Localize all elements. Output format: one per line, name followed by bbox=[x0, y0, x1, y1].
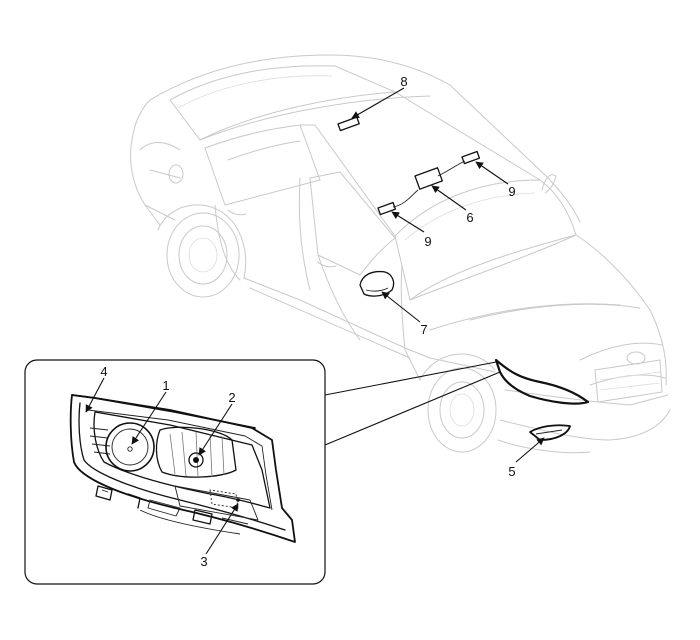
callout-5: 5 bbox=[508, 464, 515, 479]
callout-9-right: 9 bbox=[508, 184, 515, 199]
callout-1: 1 bbox=[162, 378, 169, 393]
component-9-right bbox=[461, 150, 481, 165]
fog-lamp-5 bbox=[529, 424, 571, 441]
car-outline bbox=[130, 54, 671, 454]
component-6 bbox=[414, 167, 443, 190]
projector-lens-1 bbox=[105, 422, 155, 472]
callout-2: 2 bbox=[228, 390, 235, 405]
roof-component-8 bbox=[337, 116, 360, 132]
component-9-left bbox=[377, 201, 397, 216]
side-mirror-7 bbox=[359, 270, 395, 297]
bulb-socket-2 bbox=[188, 452, 204, 468]
callout-6: 6 bbox=[466, 210, 473, 225]
callout-7: 7 bbox=[420, 322, 427, 337]
headlamp-on-car bbox=[494, 358, 590, 405]
callout-3: 3 bbox=[200, 554, 207, 569]
callout-4: 4 bbox=[100, 364, 107, 379]
headlamp-assembly bbox=[69, 394, 296, 543]
callout-9-left: 9 bbox=[424, 234, 431, 249]
callout-8: 8 bbox=[400, 74, 407, 89]
